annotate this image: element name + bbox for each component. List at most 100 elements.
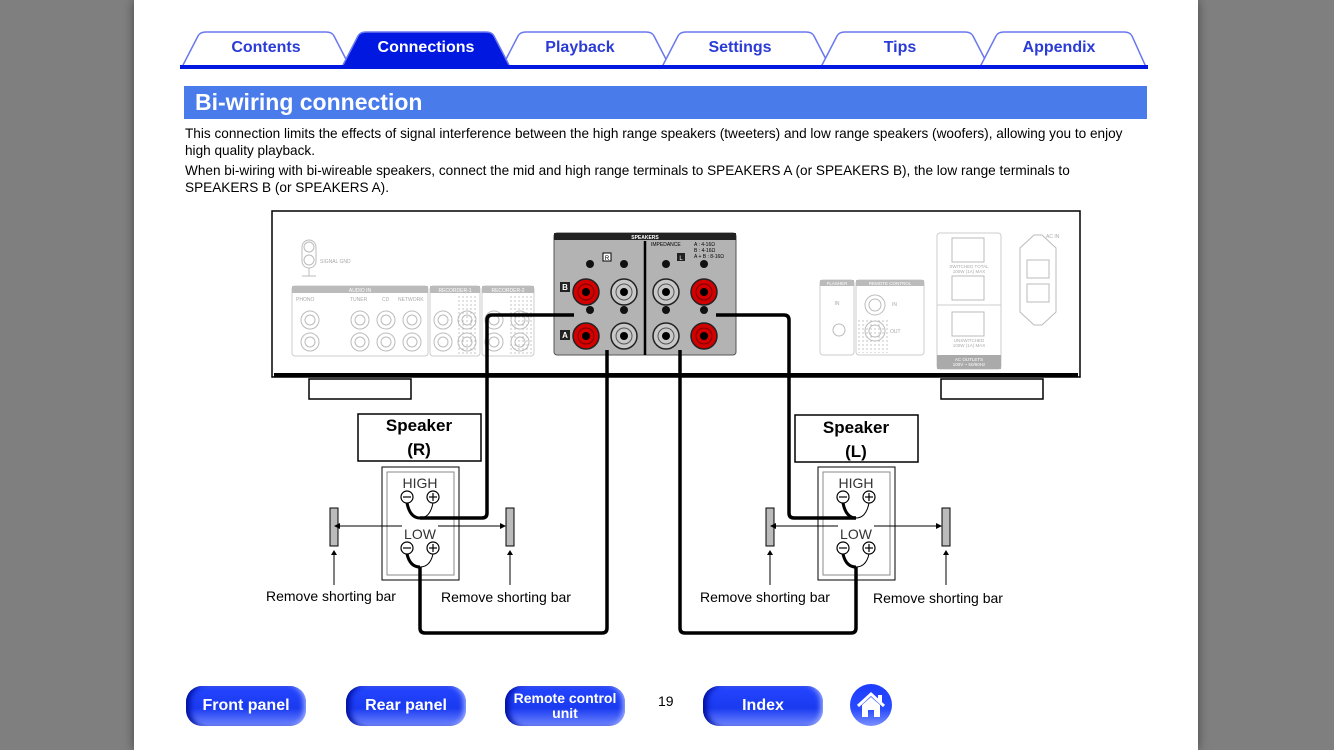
switched-max-label: 100W (1A) MAX <box>953 269 986 274</box>
speaker-a-letter: A <box>562 331 568 340</box>
binding-post-ring <box>695 283 713 301</box>
speaker-b-badge <box>560 282 570 292</box>
rca-jack-inner <box>437 314 449 326</box>
tab-settings[interactable]: Settings <box>708 39 772 56</box>
unswitched-max-label: 100W (1A) MAX <box>953 343 986 348</box>
remote-out-label: OUT <box>890 329 901 335</box>
index-button[interactable]: Index <box>703 686 823 726</box>
rca-jack-inner <box>354 336 366 348</box>
ac-in-label: AC IN <box>1046 234 1060 240</box>
instruction-paragraph: When bi-wiring with bi-wireable speakers… <box>185 163 1070 195</box>
arrowhead-right <box>936 523 942 529</box>
tab-playback[interactable]: Playback <box>545 39 615 56</box>
binding-post-hole <box>700 288 708 296</box>
minus-marker <box>662 306 670 314</box>
binding-post-hole <box>700 332 708 340</box>
signal-gnd-terminal <box>301 239 317 277</box>
rca-jacks <box>300 310 530 352</box>
wire-lead-white <box>419 553 434 568</box>
rca-jack <box>402 332 422 352</box>
rca-jack-inner <box>406 336 418 348</box>
rca-jack-inner <box>514 336 526 348</box>
low-label: LOW <box>840 526 873 542</box>
rca-jack <box>433 332 453 352</box>
remove-shorting-bar-label: Remove shorting bar <box>873 590 1003 606</box>
minus-marker <box>620 260 628 268</box>
wire-lead <box>841 553 857 569</box>
rca-jack <box>300 310 320 330</box>
binding-post-ring <box>615 327 633 345</box>
rca-jack-inner <box>406 314 418 326</box>
binding-post-ring <box>657 327 675 345</box>
plus-marker <box>700 260 708 268</box>
tab-connections[interactable]: Connections <box>377 39 475 56</box>
speaker-l-title: Speaker <box>823 418 890 437</box>
input-phono: PHONO <box>296 297 314 303</box>
rca-jack-inner <box>488 336 500 348</box>
rca-jack-inner <box>304 336 316 348</box>
binding-posts <box>572 260 718 350</box>
rca-jack <box>376 332 396 352</box>
rca-jack <box>510 332 530 352</box>
index-label: Index <box>742 697 784 714</box>
terminal-outer <box>817 466 896 581</box>
binding-post-hole <box>620 332 628 340</box>
home-button[interactable] <box>850 684 892 726</box>
wire-lead-white <box>855 502 870 519</box>
rca-jack <box>433 310 453 330</box>
speaker-l-terminal-panel: HIGH LOW <box>765 466 951 585</box>
page-number: 19 <box>658 693 674 709</box>
rca-jack <box>484 310 504 330</box>
input-network: NETWORK <box>398 297 424 303</box>
wire-r-high <box>420 313 574 520</box>
shorting-bar <box>941 507 951 547</box>
impedance-label: IMPEDANCE <box>651 242 681 248</box>
speaker-a-badge <box>560 330 570 340</box>
ac-outlets-label: AC OUTLETS <box>955 357 983 362</box>
high-label: HIGH <box>403 475 438 491</box>
rca-jack-inner <box>437 336 449 348</box>
rca-jack-inner <box>461 314 473 326</box>
pointer-arrowhead <box>331 550 337 555</box>
binding-post-ring <box>657 283 675 301</box>
binding-post-hole <box>620 288 628 296</box>
rca-jack <box>510 310 530 330</box>
tab-tips[interactable]: Tips <box>883 39 917 56</box>
intro-paragraph: This connection limits the effects of si… <box>185 126 1123 158</box>
pointer-arrowhead <box>943 550 949 555</box>
tab-shapes <box>180 31 1148 69</box>
rca-jack <box>457 332 477 352</box>
rca-jack <box>457 310 477 330</box>
rear-panel-button[interactable]: Rear panel <box>346 686 466 726</box>
front-panel-button[interactable]: Front panel <box>186 686 306 726</box>
pointer-arrowhead <box>767 550 773 555</box>
unswitched-label: UNSWITCHED <box>954 338 985 343</box>
high-label: HIGH <box>839 475 874 491</box>
remote-control-unit-button[interactable]: Remote control unit <box>505 686 625 726</box>
input-cd: CD <box>382 297 390 303</box>
tab-contents[interactable]: Contents <box>231 39 301 56</box>
remote-label-line2: unit <box>552 705 578 721</box>
arrowhead-left <box>770 523 776 529</box>
left-foot <box>308 378 412 400</box>
rca-jack <box>350 310 370 330</box>
impedance-b: B : 4-16Ω <box>694 248 716 254</box>
rca-jack <box>402 310 422 330</box>
terminal-outer <box>381 466 460 581</box>
rca-jack-inner <box>380 336 392 348</box>
speaker-r-title: Speaker <box>386 416 453 435</box>
front-panel-label: Front panel <box>202 697 290 714</box>
section-title: Bi-wiring connection <box>195 89 423 115</box>
binding-post-hole <box>582 332 590 340</box>
binding-post-ring <box>615 283 633 301</box>
pointer-arrowhead <box>507 550 513 555</box>
channel-l-badge <box>677 253 685 261</box>
impedance-a: A : 4-16Ω <box>694 242 715 248</box>
section-header: Bi-wiring connection <box>184 86 1147 119</box>
biwiring-diagram: SIGNAL GND AUDIO IN PHONO TUNER CD NETWO… <box>266 210 1081 635</box>
remote-in-label: IN <box>892 302 897 308</box>
manual-page: Contents Connections Playback Settings T… <box>134 0 1198 750</box>
tab-appendix[interactable]: Appendix <box>1022 39 1096 56</box>
arrowhead-left <box>334 523 340 529</box>
